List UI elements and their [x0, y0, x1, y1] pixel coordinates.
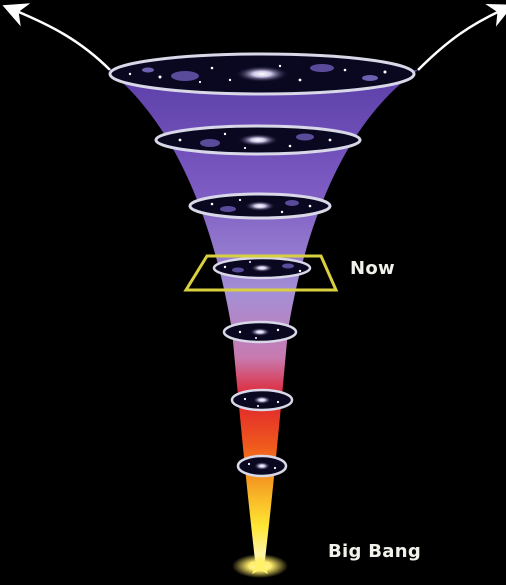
right-expansion-arrow — [417, 3, 506, 71]
universe-disk-6 — [230, 388, 294, 412]
big-bang-burst-icon — [250, 556, 270, 574]
universe-disk-3 — [188, 192, 332, 220]
universe-disk-5 — [222, 320, 298, 344]
universe-disk-2 — [154, 124, 362, 156]
universe-disk-1 — [108, 52, 416, 96]
big-bang-label: Big Bang — [328, 541, 422, 562]
expansion-funnel — [108, 70, 418, 566]
now-highlight-frame — [183, 254, 339, 292]
universe-disk-now — [212, 256, 312, 280]
now-label: Now — [350, 258, 395, 279]
left-expansion-arrow — [2, 3, 111, 71]
universe-disk-7 — [236, 454, 288, 478]
